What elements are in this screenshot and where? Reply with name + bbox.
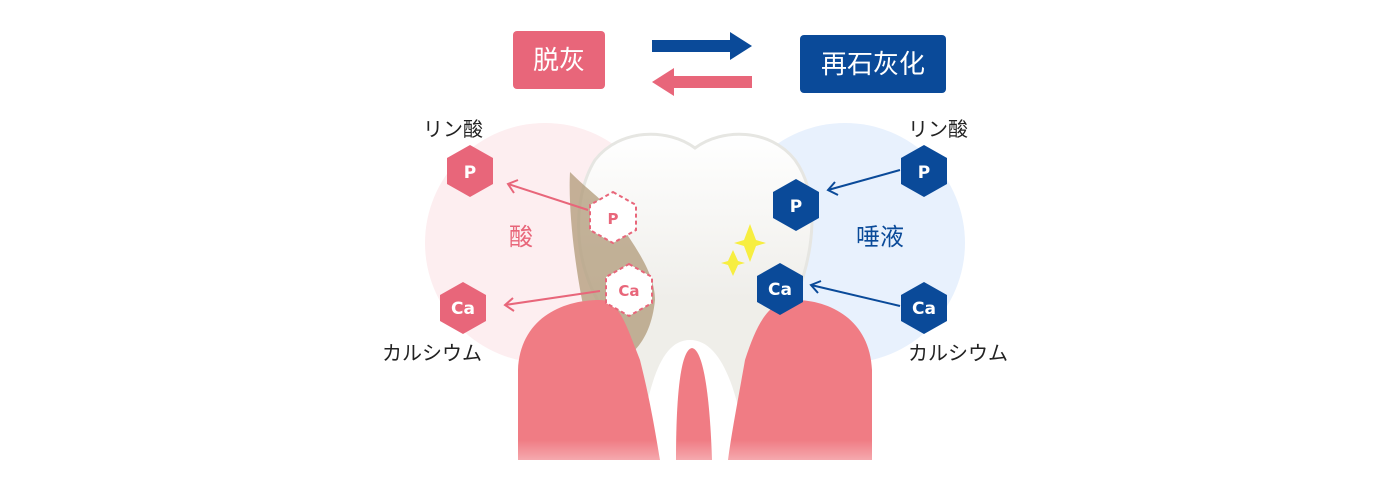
deposited-calcium-label: Ca: [768, 280, 792, 300]
backward-arrow-icon: [652, 68, 752, 96]
left-phosphate-hex: P: [447, 145, 493, 197]
left-calcium-hex-label: Ca: [451, 299, 475, 319]
gum-right: [728, 300, 872, 460]
left-phosphate-label: リン酸: [423, 117, 483, 141]
gum-center: [676, 348, 712, 460]
left-calcium-label: カルシウム: [382, 341, 482, 365]
dissolving-phosphate-label: P: [608, 210, 619, 228]
deposited-calcium-hex: Ca: [757, 263, 803, 315]
remineralization-badge: 再石灰化: [800, 35, 946, 93]
left-calcium-hex: Ca: [440, 282, 486, 334]
right-phosphate-arrow-icon: [826, 169, 901, 196]
dissolving-calcium-label: Ca: [618, 282, 639, 300]
right-phosphate-label: リン酸: [908, 117, 968, 141]
left-phosphate-arrow-icon: [506, 179, 589, 211]
dissolving-calcium-hex: Ca: [605, 262, 653, 318]
sparkle-icon: [734, 224, 766, 262]
right-phosphate-hex-label: P: [918, 163, 930, 183]
forward-arrow-icon: [652, 32, 752, 60]
right-calcium-arrow-icon: [809, 280, 901, 307]
right-phosphate-hex: P: [901, 145, 947, 197]
saliva-label: 唾液: [856, 223, 904, 251]
dissolving-phosphate-hex: P: [589, 190, 637, 245]
right-calcium-hex-label: Ca: [912, 299, 936, 319]
deposited-phosphate-label: P: [790, 197, 802, 217]
left-phosphate-hex-label: P: [464, 163, 476, 183]
left-calcium-arrow-icon: [503, 290, 601, 312]
right-calcium-label: カルシウム: [908, 341, 1008, 365]
demineralization-badge: 脱灰: [513, 31, 605, 89]
gum-fade: [510, 440, 880, 498]
remineralization-label: 再石灰化: [821, 50, 925, 80]
right-calcium-hex: Ca: [901, 282, 947, 334]
sparkle-small-icon: [721, 250, 745, 276]
deposited-phosphate-hex: P: [773, 179, 819, 231]
demineralization-label: 脱灰: [533, 46, 585, 76]
acid-label: 酸: [509, 223, 533, 251]
gum-left: [518, 300, 660, 460]
